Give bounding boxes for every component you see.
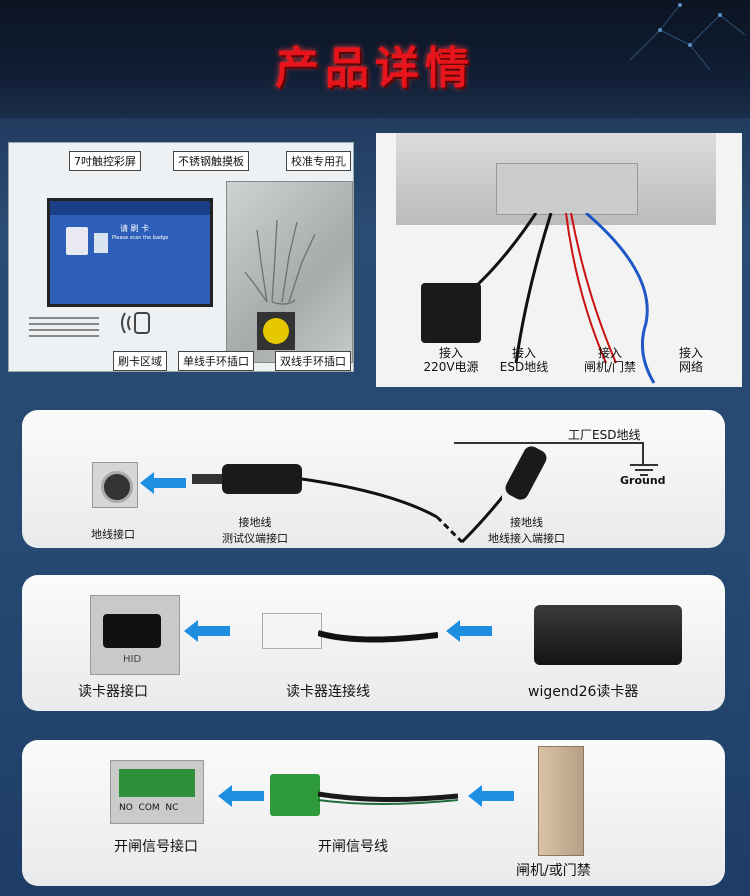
label-double-jack: 双线手环插口: [275, 351, 351, 371]
connector-box: [496, 163, 638, 215]
screen-subtext: Please scan the badge: [112, 235, 169, 241]
label-ground-end: 接地线 地线接入端接口: [488, 516, 565, 545]
alligator-clip: [502, 443, 550, 503]
wiegand-reader: [534, 605, 682, 665]
arrow-left-icon: [218, 785, 264, 807]
signal-port: NO COM NC: [110, 760, 204, 824]
label-power: 接入 220V电源: [423, 346, 479, 374]
reader-port: HID: [90, 595, 180, 675]
power-adapter: [421, 283, 481, 343]
label-network: 接入 网络: [678, 346, 703, 374]
label-tester-end: 接地线 测试仪端接口: [222, 516, 288, 545]
steel-touch-plate: [226, 181, 353, 363]
card-reader-strip: HID 读卡器接口 读卡器连接线 wigend26读卡器: [22, 575, 725, 711]
cabling-panel: 接入 220V电源 接入 ESD地线 接入 闸机/门禁 接入 网络: [376, 133, 742, 387]
label-reader-port: 读卡器接口: [78, 684, 148, 700]
arrow-left-icon: [184, 620, 230, 642]
arrow-left-icon: [446, 620, 492, 642]
ground-port: [92, 462, 138, 508]
turnstile-gate: [538, 746, 584, 856]
label-steel-plate: 不锈钢触摸板: [173, 151, 249, 171]
label-terminal: NO COM NC: [119, 803, 179, 813]
hand-icon: [244, 219, 316, 305]
arrow-left-icon: [140, 472, 186, 494]
reader-connector: [262, 613, 322, 649]
network-decoration: [629, 3, 746, 71]
label-ground-port: 地线接口: [91, 528, 135, 541]
label-signal-cable: 开闸信号线: [318, 839, 388, 855]
label-card-area: 刷卡区域: [113, 351, 167, 371]
label-reader-cable: 读卡器连接线: [286, 684, 370, 700]
ground-symbol-icon: [630, 464, 658, 476]
gate-signal-strip: NO COM NC 开闸信号接口 开闸信号线 闸机/或门禁: [22, 740, 725, 886]
label-calib-hole: 校准专用孔: [286, 151, 351, 171]
header-banner: [0, 0, 750, 118]
rfid-icon: [117, 303, 157, 343]
reader-cable: [318, 630, 438, 643]
ground-cable: [192, 464, 502, 544]
arrow-left-icon: [468, 785, 514, 807]
label-hid: HID: [123, 654, 142, 665]
label-single-jack: 单线手环插口: [178, 351, 254, 371]
device-front-panel: 请 刷 卡 Please scan the badge 7吋触控彩屏 不锈钢触摸…: [8, 142, 354, 372]
screen-heading: 请 刷 卡: [120, 224, 150, 233]
signal-cable: [318, 791, 458, 805]
esd-ground-strip: 工厂ESD地线 Ground 地线接口 接地线 测试仪端接口 接地线 地线接入端…: [22, 410, 725, 548]
touch-screen: 请 刷 卡 Please scan the badge: [47, 198, 213, 307]
label-reader: wigend26读卡器: [528, 684, 639, 700]
signal-connector: [270, 774, 320, 816]
label-gate: 接入 闸机/门禁: [583, 346, 637, 374]
ground-drop: [642, 442, 644, 466]
label-esd: 接入 ESD地线: [499, 346, 549, 374]
label-signal-port: 开闸信号接口: [114, 839, 198, 855]
label-gate: 闸机/或门禁: [516, 863, 591, 879]
page-title: 产品详情: [275, 43, 475, 94]
ground-line: [454, 442, 644, 444]
info-lines: [29, 313, 99, 353]
label-touch-screen: 7吋触控彩屏: [69, 151, 141, 171]
label-ground: Ground: [620, 474, 666, 487]
label-factory-esd: 工厂ESD地线: [568, 428, 641, 442]
